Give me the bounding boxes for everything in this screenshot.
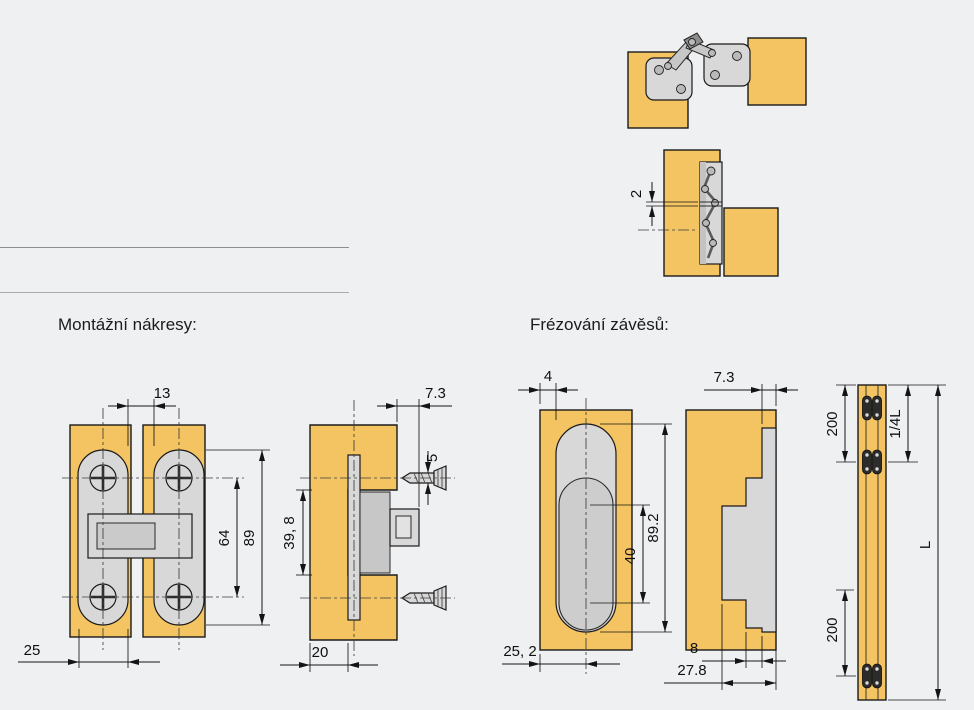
dim-knuckle-protrusion-label: 7.3 [425,385,446,402]
section-title-mounting: Montážní nákresy: [58,315,197,334]
dim-body-height-label: 39, 8 [281,516,298,549]
wood-block-right [747,37,807,106]
hinge-position-marker [862,449,882,475]
dim-edge-margin: 4 [518,368,578,420]
pivot-pin [708,49,716,57]
dim-total-width: 27.8 [664,604,777,690]
dim-hinge-gap: 2 [628,182,698,231]
hinge-position-marker [862,395,882,421]
pivot-pin [710,70,720,80]
dim-center-offset: 25, 2 [502,643,620,672]
wood-frame-section [723,207,779,277]
dim-leaf-length-label: 89 [241,530,258,547]
dim-quarter-length: 1/4L [887,385,911,462]
dim-hinge-gap-label: 2 [628,190,645,198]
drawing-milling-side-view: 7.3 8 27.8 [664,369,798,690]
dim-quarter-length-label: 1/4L [887,409,904,438]
pivot-pin [701,185,709,193]
dim-pocket-length-label: 89.2 [645,513,662,542]
milled-pocket-profile [721,427,777,633]
drawing-hinge-side-view: 7.3 5 39, 8 20 [280,385,455,672]
hinge-channel-plate [700,162,706,264]
dim-knuckle-protrusion: 7.3 [377,385,452,507]
hinge-position-marker [862,663,882,689]
dim-bottom-offset: 200 [824,590,848,676]
drawing-hinge-closed-section: 2 [628,149,779,277]
pivot-pin [676,84,686,94]
dim-leaf-length: 89 [206,449,270,626]
drawing-hinge-front-view: 13 64 89 25 [18,385,270,668]
section-title-milling: Frézování závěsů: [530,315,669,334]
dim-mount-depth: 20 [280,643,378,672]
pivot-pin [709,239,717,247]
dim-center-offset-label: 25, 2 [503,643,536,660]
hinge-center-link-inner [96,522,156,550]
dim-pocket-length: 89.2 [600,423,672,633]
dim-screw-spacing-label: 64 [216,530,233,547]
dim-recess-width-label: 7.3 [714,369,735,386]
pivot-pin [664,62,672,70]
dim-recess-width: 7.3 [704,369,798,424]
pivot-pin [688,38,696,46]
dim-screw-diameter: 5 [424,451,441,505]
pivot-pin [711,199,719,207]
dim-leaf-width: 25 [18,629,160,668]
dim-pocket-inner-length: 40 [590,504,650,604]
dim-step-depth-label: 8 [690,640,698,657]
dim-top-offset: 200 [824,385,848,462]
drawing-hinge-open-section [627,32,807,129]
dim-door-length: L [917,385,941,700]
dim-door-length-label: L [917,541,934,549]
dim-mount-depth-label: 20 [312,644,329,661]
drawing-milling-front-view: 4 40 89.2 25, 2 [502,368,672,674]
table-rule-top [0,247,349,248]
pivot-pin [706,166,716,176]
pivot-pin [732,51,742,61]
dim-body-height: 39, 8 [281,489,312,576]
dim-step-depth: 8 [690,632,786,668]
dim-pocket-inner-label: 40 [622,548,639,565]
hinge-body-section [359,491,391,574]
hinge-knuckle-detail [395,515,412,539]
pivot-pin [702,219,710,227]
dim-leaf-gap: 13 [108,385,176,446]
door-edge-strip [857,384,887,701]
dim-top-offset-label: 200 [824,411,841,436]
dim-total-width-label: 27.8 [677,662,706,679]
dim-bottom-offset-label: 200 [824,617,841,642]
drawing-door-edge-layout: 200 1/4L L 200 [824,384,946,701]
dim-screw-diameter-label: 5 [424,454,441,462]
table-rule-bottom [0,292,349,293]
dim-screw-spacing: 64 [216,478,240,597]
dim-leaf-width-label: 25 [24,642,41,659]
dim-leaf-gap-label: 13 [154,385,171,402]
pivot-pin [654,65,664,75]
dim-edge-margin-label: 4 [544,368,552,385]
